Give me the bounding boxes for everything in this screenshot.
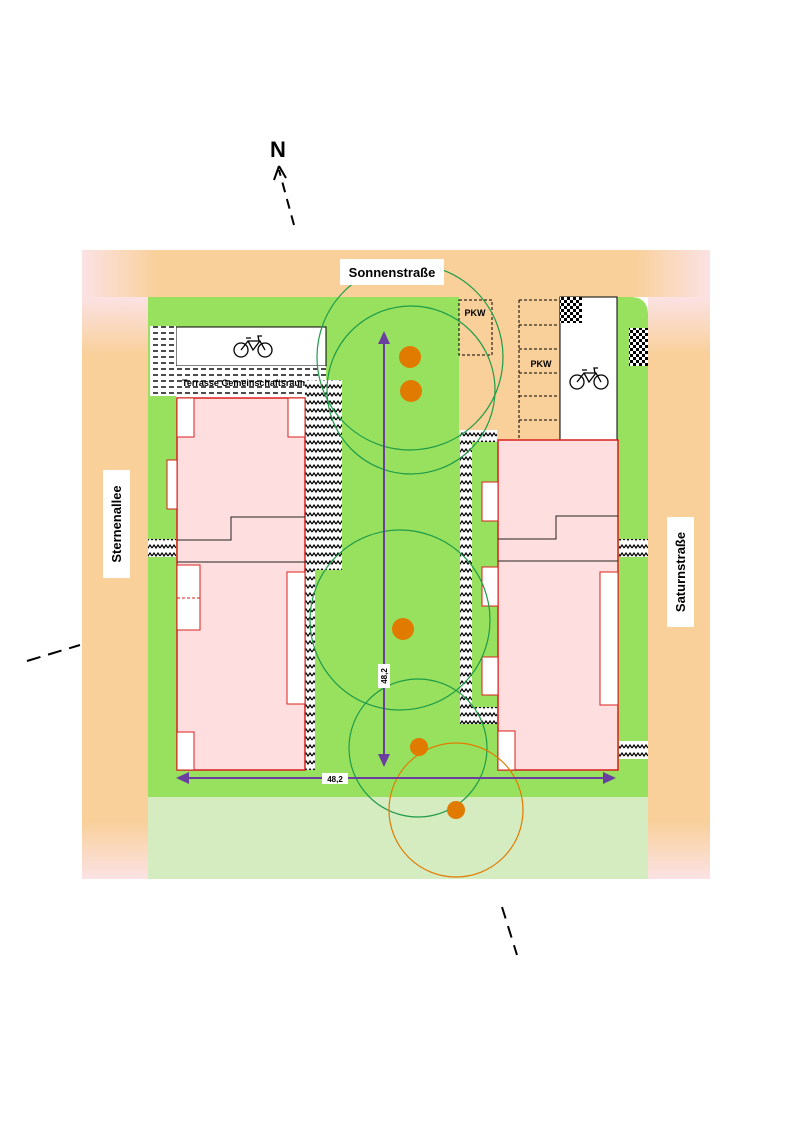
hedge-west-strip: [305, 380, 342, 570]
dimension-horizontal-label: 48,2: [327, 775, 343, 784]
hedge-entry-west: [148, 539, 176, 557]
tree-icon: [399, 346, 421, 368]
building-west: [166, 397, 306, 771]
tree-trunks: [392, 346, 465, 819]
tree-canopy: [326, 305, 496, 475]
north-arrowhead-icon: [273, 165, 287, 181]
parking-label-right: PKW: [531, 359, 553, 369]
section-line-west: [26, 644, 81, 662]
hedge-east-strip: [460, 442, 472, 707]
street-label-box: [340, 259, 444, 285]
tree-canopy: [348, 678, 488, 818]
terrace-paving: [176, 366, 326, 398]
street-west: [82, 297, 148, 879]
dimension-horizontal: 48,2: [176, 772, 616, 784]
hedge-entry-east: [619, 539, 648, 557]
parking-spaces-right: [518, 299, 559, 440]
terrace-paving: [150, 326, 176, 396]
dimension-vertical-label: 48,2: [380, 668, 389, 684]
street-label-box: [667, 517, 694, 627]
tree-canopy: [388, 742, 524, 878]
street-label-west: Sternenallee: [109, 485, 124, 562]
hedge-entry-east: [619, 741, 648, 759]
bicycle-icon: [569, 367, 609, 390]
dimension-vertical: 48,2: [378, 331, 390, 767]
terrace-label: Terrasse Gemeinschaftsraum: [182, 378, 308, 388]
tree-icon: [400, 380, 422, 402]
parking-space: [458, 299, 493, 356]
hedge-checker: [629, 328, 648, 366]
tree-icon: [392, 618, 414, 640]
north-label: N: [270, 137, 286, 162]
hedge-west-strip: [305, 570, 315, 770]
hedge-checker: [560, 297, 582, 323]
tree-icon: [447, 801, 465, 819]
parking-label-left: PKW: [465, 308, 487, 318]
lawn-south-area: [148, 797, 648, 879]
bicycle-icon: [233, 335, 273, 358]
parking-area: [459, 297, 559, 440]
north-axis-line: [278, 169, 295, 226]
hedge-east-strip: [460, 430, 497, 442]
tree-icon: [410, 738, 428, 756]
north-arrow: N: [270, 137, 295, 226]
section-line-south: [501, 906, 518, 956]
tree-canopy: [309, 529, 491, 711]
street-label-north: Sonnenstraße: [349, 265, 436, 280]
street-label-east: Saturnstraße: [673, 532, 688, 612]
street-label-box: [103, 470, 130, 578]
building-east: [481, 439, 619, 771]
